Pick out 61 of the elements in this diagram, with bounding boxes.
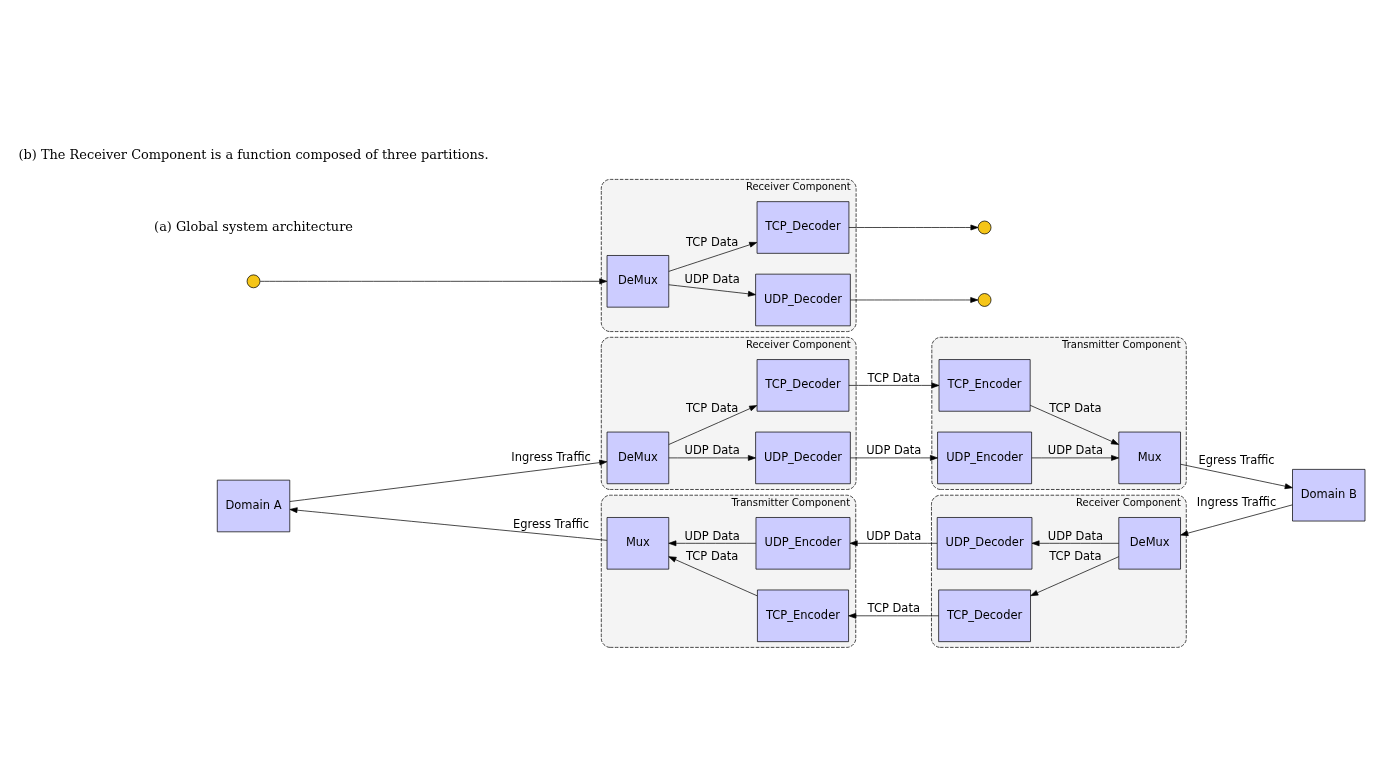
edge-label: UDP Data — [1047, 443, 1103, 458]
node-box: UDP_Decoder — [936, 517, 1033, 570]
arrow — [850, 297, 979, 303]
node-box: TCP_Encoder — [757, 589, 849, 642]
node-box: Mux — [1118, 431, 1181, 485]
arrow — [668, 556, 758, 597]
edge-label: UDP Data — [1047, 528, 1103, 543]
node-box: UDP_Decoder — [755, 273, 851, 327]
arrow — [1029, 404, 1119, 445]
node-box: UDP_Encoder — [755, 517, 851, 570]
edge-label: TCP Data — [1049, 549, 1102, 564]
edge-label: UDP Data — [684, 443, 740, 458]
edge-label: UDP Data — [866, 443, 922, 458]
node-box: Domain A — [216, 479, 291, 533]
arrow — [1030, 556, 1120, 597]
arrow — [849, 540, 938, 547]
label: (a) Global system architecture — [154, 219, 353, 235]
edge-label: TCP Data — [686, 235, 739, 250]
edge-label: Ingress Traffic — [511, 449, 591, 464]
arrow — [289, 459, 608, 502]
arrow — [668, 241, 758, 272]
arrow — [848, 224, 979, 231]
arrow — [1180, 504, 1293, 536]
arrow — [289, 507, 608, 541]
edge-label: TCP Data — [867, 601, 920, 616]
arrow — [668, 540, 757, 547]
edge-label: TCP Data — [867, 370, 920, 385]
arrow — [668, 455, 756, 461]
node-box: DeMux — [606, 431, 670, 485]
edge-label: UDP Data — [866, 528, 922, 543]
node-box: UDP_Decoder — [755, 431, 851, 485]
node-box: UDP_Encoder — [937, 431, 1032, 485]
edge-label: Ingress Traffic — [1196, 494, 1277, 509]
node-box: Mux — [606, 517, 670, 570]
arrow — [848, 612, 939, 619]
node-box: TCP_Decoder — [756, 359, 850, 412]
node-box: Domain B — [1292, 469, 1366, 522]
node-box: DeMux — [606, 255, 670, 308]
arrow — [259, 278, 608, 285]
node-box: TCP_Decoder — [938, 589, 1031, 642]
arrow — [848, 382, 940, 389]
node-circle — [977, 220, 992, 235]
edge-label: Egress Traffic — [512, 517, 590, 532]
edge-label: UDP Data — [684, 528, 740, 543]
edge-label: TCP Data — [1049, 400, 1102, 415]
edge-label: UDP Data — [684, 272, 740, 287]
arrow — [1031, 455, 1119, 461]
arrow — [668, 405, 758, 445]
edge-label: TCP Data — [686, 400, 739, 415]
arrow — [668, 284, 756, 297]
node-box: TCP_Decoder — [756, 201, 850, 254]
node-box: DeMux — [1118, 517, 1181, 570]
node-circle — [977, 293, 992, 307]
node-circle — [246, 274, 261, 289]
edge-label: Egress Traffic — [1198, 453, 1275, 468]
node-box: TCP_Encoder — [938, 359, 1031, 412]
label: (b) The Receiver Component is a function composed of three partitions. — [18, 146, 489, 162]
arrow — [1031, 540, 1120, 547]
arrow — [850, 455, 938, 461]
edge-label: TCP Data — [686, 549, 739, 564]
arrow — [1180, 463, 1293, 490]
